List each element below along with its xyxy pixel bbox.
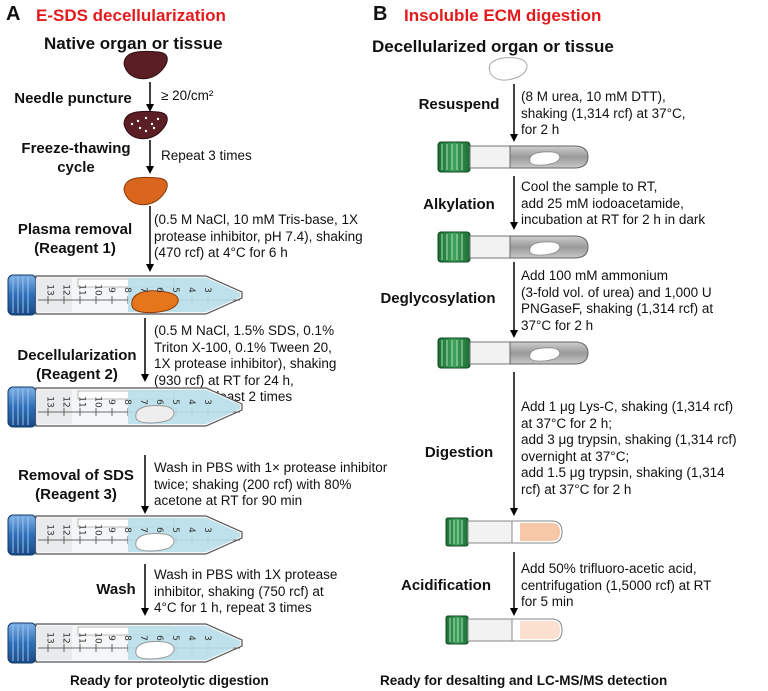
step-freeze-thaw: Freeze-thawing cycle xyxy=(21,140,131,176)
tube-scale-label: 3 xyxy=(201,527,212,533)
tube-scale-label: 4 xyxy=(185,399,196,405)
panel-b-header: Decellularized organ or tissue xyxy=(372,37,614,56)
tube-scale-label: 13 xyxy=(44,632,55,644)
tube-scale-label: 8 xyxy=(121,527,132,533)
tube-scale-label: 13 xyxy=(44,284,55,296)
tube-scale-label: 8 xyxy=(121,287,132,293)
panel-a-footer: Ready for proteolytic digestion xyxy=(70,673,269,688)
note-plasma-removal: (0.5 M NaCl, 10 mM Tris-base, 1X proteas… xyxy=(154,212,363,260)
vial-deglycosylation-icon xyxy=(437,337,589,369)
tube-scale-label: 13 xyxy=(44,524,55,536)
step-acidification: Acidification xyxy=(400,577,491,594)
tube-scale-label: 12 xyxy=(60,396,71,408)
vial-alkylation-icon xyxy=(437,231,589,263)
tube-scale-label: 9 xyxy=(105,635,116,641)
tube-scale-label: 9 xyxy=(105,399,116,405)
tube-scale-label: 10 xyxy=(92,396,103,408)
step-alkylation: Alkylation xyxy=(423,196,495,213)
vial-resuspend-icon xyxy=(437,141,589,173)
tube-decellularization-icon xyxy=(7,386,243,428)
step-resuspend: Resuspend xyxy=(418,96,500,113)
native-tissue-icon xyxy=(123,50,168,80)
note-needle-puncture: ≥ 20/cm² xyxy=(161,88,214,103)
tube-scale-label: 4 xyxy=(185,527,196,533)
tube-scale-label: 5 xyxy=(169,399,180,405)
tube-scale-label: 11 xyxy=(76,284,87,296)
tube-scale-label: 7 xyxy=(137,399,148,405)
note-acidification: Add 50% trifluoro-acetic acid, centrifug… xyxy=(521,561,712,609)
tube-scale-label: 5 xyxy=(169,287,180,293)
tube-scale-label: 11 xyxy=(76,632,87,644)
tube-scale-label: 3 xyxy=(201,287,212,293)
decellularized-tissue-icon xyxy=(488,57,528,81)
tube-sds-removal-icon xyxy=(7,514,243,556)
tube-scale-label: 11 xyxy=(76,524,87,536)
step-decellularization: Decellularization (Reagent 2) xyxy=(17,347,137,383)
punctured-tissue-icon xyxy=(123,110,168,140)
tube-plasma-removal-icon xyxy=(7,274,243,316)
tube-scale-label: 8 xyxy=(121,635,132,641)
step-deglycosylation: Deglycosylation xyxy=(380,290,496,307)
note-resuspend: (8 M urea, 10 mM DTT), shaking (1,314 rc… xyxy=(521,89,686,137)
tube-scale-label: 12 xyxy=(60,524,71,536)
tube-scale-label: 7 xyxy=(137,287,148,293)
note-digestion: Add 1 μg Lys-C, shaking (1,314 rcf) at 3… xyxy=(521,399,737,497)
tube-scale-label: 11 xyxy=(76,396,87,408)
tube-scale-label: 4 xyxy=(185,635,196,641)
panel-b-title: Insoluble ECM digestion xyxy=(404,6,602,25)
vial-digestion-icon xyxy=(445,517,563,547)
vial-acidification-icon xyxy=(445,615,563,645)
tube-scale-label: 12 xyxy=(60,284,71,296)
tube-scale-label: 7 xyxy=(137,527,148,533)
step-needle-puncture: Needle puncture xyxy=(14,90,132,107)
tube-scale-label: 13 xyxy=(44,396,55,408)
panel-a-letter: A xyxy=(6,3,21,25)
note-alkylation: Cool the sample to RT, add 25 mM iodoace… xyxy=(521,179,706,227)
note-removal-sds: Wash in PBS with 1× protease inhibitor t… xyxy=(154,460,388,508)
tube-scale-label: 7 xyxy=(137,635,148,641)
panel-a-title: E-SDS decellularization xyxy=(36,6,226,25)
note-freeze-thaw: Repeat 3 times xyxy=(161,148,252,163)
panel-a-header: Native organ or tissue xyxy=(44,34,223,53)
tube-scale-label: 5 xyxy=(169,527,180,533)
tube-scale-label: 6 xyxy=(153,287,164,293)
tube-scale-label: 10 xyxy=(92,632,103,644)
tube-scale-label: 5 xyxy=(169,635,180,641)
step-digestion: Digestion xyxy=(424,444,494,461)
step-wash: Wash xyxy=(96,581,136,598)
tube-scale-label: 3 xyxy=(201,399,212,405)
tube-scale-label: 6 xyxy=(153,527,164,533)
tube-scale-label: 10 xyxy=(92,524,103,536)
tube-wash-icon xyxy=(7,622,243,664)
panel-b-letter: B xyxy=(373,3,388,25)
thawed-tissue-icon xyxy=(123,176,168,206)
step-removal-sds: Removal of SDS (Reagent 3) xyxy=(18,467,134,503)
tube-scale-label: 9 xyxy=(105,287,116,293)
tube-scale-label: 12 xyxy=(60,632,71,644)
tube-scale-label: 6 xyxy=(153,635,164,641)
tube-scale-label: 4 xyxy=(185,287,196,293)
step-plasma-removal: Plasma removal (Reagent 1) xyxy=(17,221,133,257)
note-wash: Wash in PBS with 1X protease inhibitor, … xyxy=(154,567,338,615)
panel-b-footer: Ready for desalting and LC-MS/MS detecti… xyxy=(380,673,668,688)
tube-scale-label: 8 xyxy=(121,399,132,405)
note-decellularization: (0.5 M NaCl, 1.5% SDS, 0.1% Triton X-100… xyxy=(154,323,337,404)
tube-scale-label: 3 xyxy=(201,635,212,641)
note-deglycosylation: Add 100 mM ammonium (3-fold vol. of urea… xyxy=(521,268,714,333)
tube-scale-label: 9 xyxy=(105,527,116,533)
tube-scale-label: 6 xyxy=(153,399,164,405)
tube-scale-label: 10 xyxy=(92,284,103,296)
